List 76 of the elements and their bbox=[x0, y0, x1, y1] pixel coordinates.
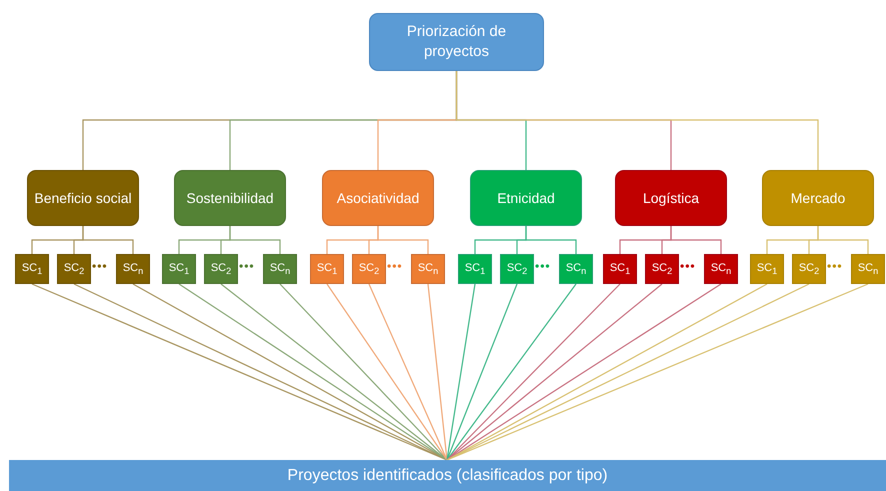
connector-line bbox=[446, 284, 662, 460]
connector-line bbox=[446, 284, 620, 460]
subcriterion-box bbox=[750, 254, 784, 284]
node-label: SC$_{1}$ bbox=[608, 260, 632, 278]
category-box bbox=[174, 170, 286, 226]
node-label: SC$_{2}$ bbox=[210, 260, 232, 278]
ellipsis-label: ••• bbox=[827, 259, 843, 273]
subcriterion-box bbox=[603, 254, 637, 284]
node-label: SC$_{n}$ bbox=[564, 260, 588, 278]
node-label: Beneficio social bbox=[33, 188, 133, 208]
subcriterion-box bbox=[411, 254, 445, 284]
category-box bbox=[762, 170, 874, 226]
node-label: SC$_{1}$ bbox=[168, 260, 190, 278]
node-label: SC$_{1}$ bbox=[756, 260, 778, 278]
node-label: Proyectos identificados (clasificados por tipo) bbox=[286, 466, 609, 486]
connector-line bbox=[178, 284, 448, 460]
connector-line bbox=[525, 226, 577, 254]
result-bar bbox=[9, 460, 886, 491]
connector-line bbox=[427, 284, 448, 460]
node-label: SC$_{n}$ bbox=[268, 260, 292, 278]
category-box bbox=[27, 170, 139, 226]
node-label: SC$_{1}$ bbox=[316, 260, 338, 278]
subcriterion-box bbox=[116, 254, 150, 284]
connector-line bbox=[326, 284, 448, 460]
subcriterion-box bbox=[851, 254, 885, 284]
subcriterion-box bbox=[57, 254, 91, 284]
connector-line bbox=[446, 284, 576, 460]
connector-line bbox=[377, 226, 429, 254]
node-label: SC$_{2}$ bbox=[798, 260, 820, 278]
ellipsis-label: ••• bbox=[680, 259, 696, 273]
category-box bbox=[615, 170, 727, 226]
node-label: SC$_{n}$ bbox=[122, 260, 144, 278]
node-label: SC$_{2}$ bbox=[506, 260, 528, 278]
subcriterion-box bbox=[704, 254, 738, 284]
category-box bbox=[470, 170, 582, 226]
subcriterion-box bbox=[204, 254, 238, 284]
subcriterion-box bbox=[310, 254, 344, 284]
connector-line bbox=[368, 284, 448, 460]
node-label: SC$_{n}$ bbox=[710, 260, 732, 278]
connector-line bbox=[229, 226, 281, 254]
connector-line bbox=[670, 226, 722, 254]
subcriterion-box bbox=[162, 254, 196, 284]
node-label: Priorización de proyectos bbox=[406, 22, 508, 62]
subcriterion-box bbox=[792, 254, 826, 284]
process-box bbox=[369, 13, 544, 71]
connector-line bbox=[456, 71, 819, 170]
ellipsis-label: ••• bbox=[92, 259, 108, 273]
node-label: SC$_{n}$ bbox=[856, 260, 880, 278]
node-label: SC$_{1}$ bbox=[20, 260, 44, 278]
node-label: Mercado bbox=[790, 188, 846, 208]
node-label: SC$_{2}$ bbox=[650, 260, 674, 278]
node-label: Logística bbox=[642, 188, 700, 208]
connector-line bbox=[280, 284, 448, 460]
category-box bbox=[322, 170, 434, 226]
connector-line bbox=[446, 284, 518, 460]
ellipsis-label: ••• bbox=[535, 259, 551, 273]
ellipsis-label: ••• bbox=[387, 259, 403, 273]
subcriterion-box bbox=[458, 254, 492, 284]
subcriterion-box bbox=[500, 254, 534, 284]
subcriterion-box bbox=[352, 254, 386, 284]
node-label: Etnicidad bbox=[496, 188, 556, 208]
subcriterion-box bbox=[645, 254, 679, 284]
node-label: Asociatividad bbox=[336, 188, 420, 208]
connector-line bbox=[82, 226, 134, 254]
connector-line bbox=[446, 284, 476, 460]
node-label: SC$_{n}$ bbox=[416, 260, 440, 278]
subcriterion-box bbox=[559, 254, 593, 284]
subcriterion-box bbox=[15, 254, 49, 284]
node-label: SC$_{1}$ bbox=[464, 260, 486, 278]
connector-line bbox=[817, 226, 869, 254]
connector-line bbox=[132, 283, 448, 461]
subcriterion-box bbox=[263, 254, 297, 284]
ellipsis-label: ••• bbox=[239, 259, 255, 273]
node-label: SC$_{2}$ bbox=[62, 260, 86, 278]
node-label: SC$_{2}$ bbox=[358, 260, 380, 278]
node-label: Sostenibilidad bbox=[185, 188, 275, 208]
